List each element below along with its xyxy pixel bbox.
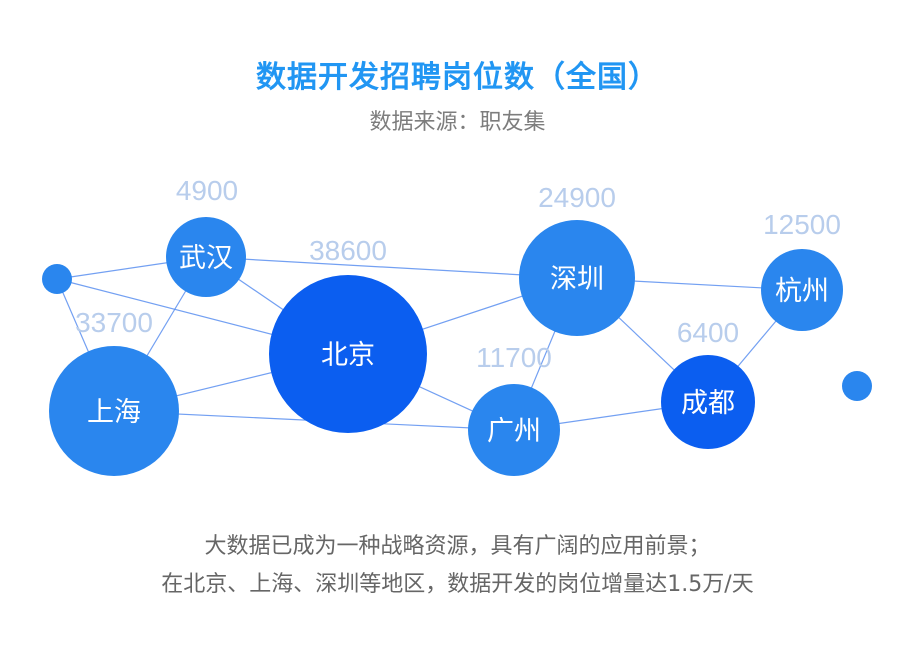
count-label-guangzhou: 11700 xyxy=(476,342,552,373)
chart-title: 数据开发招聘岗位数（全国） xyxy=(256,60,659,95)
node-shanghai xyxy=(49,346,179,476)
node-beijing xyxy=(269,275,427,433)
node-shenzhen xyxy=(519,220,635,336)
caption-line-1: 大数据已成为一种战略资源，具有广阔的应用前景； xyxy=(204,534,711,559)
data-source-subtitle: 数据来源：职友集 xyxy=(369,110,546,135)
count-label-wuhan: 4900 xyxy=(176,175,238,206)
count-label-beijing: 38600 xyxy=(309,235,387,266)
node-label-shenzhen: 深圳 xyxy=(550,264,604,295)
node-hangzhou xyxy=(761,249,843,331)
count-label-hangzhou: 12500 xyxy=(763,209,841,240)
link-wuhan-shenzhen xyxy=(205,256,578,279)
node-label-hangzhou: 杭州 xyxy=(775,276,829,307)
decor-dot-right xyxy=(842,371,872,401)
node-guangzhou xyxy=(468,384,560,476)
count-label-shanghai: 33700 xyxy=(75,307,153,338)
count-label-layer: 4900 38600 33700 24900 11700 12500 6400 xyxy=(75,175,841,373)
node-label-guangzhou: 广州 xyxy=(487,416,541,447)
node-label-beijing: 北京 xyxy=(321,340,375,371)
decor-dot-left xyxy=(42,264,72,294)
node-label-wuhan: 武汉 xyxy=(179,243,233,274)
caption-line-2: 在北京、上海、深圳等地区，数据开发的岗位增量达1.5万/天 xyxy=(161,572,754,597)
count-label-shenzhen: 24900 xyxy=(538,182,616,213)
node-chengdu xyxy=(661,355,755,449)
count-label-chengdu: 6400 xyxy=(677,317,739,348)
node-label-shanghai: 上海 xyxy=(87,397,141,428)
node-wuhan xyxy=(166,217,246,297)
node-label-chengdu: 成都 xyxy=(681,388,735,419)
